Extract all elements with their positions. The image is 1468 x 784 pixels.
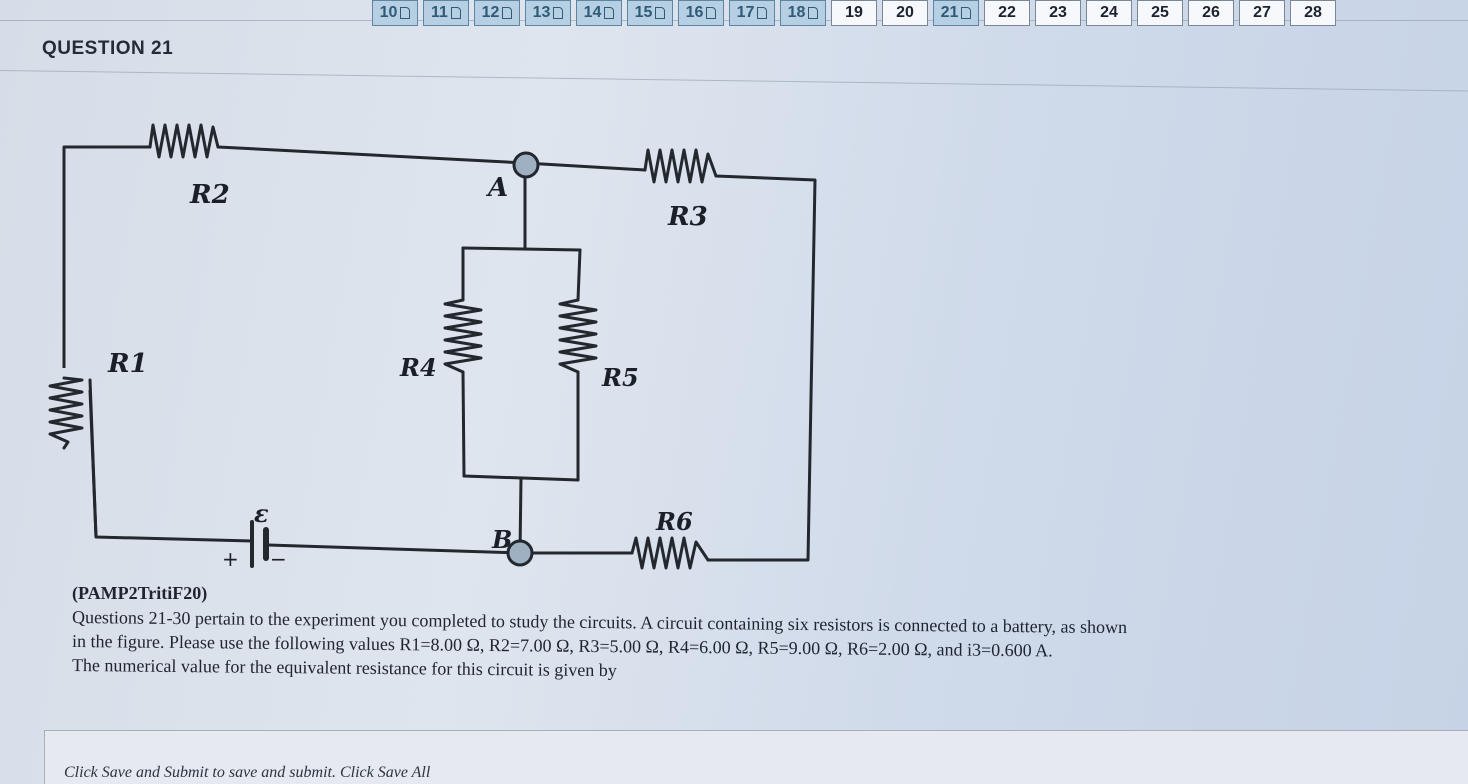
question-nav-label: 14	[583, 4, 602, 21]
label-node-b: B	[491, 525, 512, 554]
question-nav-label: 12	[481, 4, 500, 21]
resistor-r5	[558, 298, 598, 374]
question-nav-button-19[interactable]: 19	[831, 0, 877, 26]
wire-bottom-left	[266, 543, 522, 555]
wire-r2-to-a	[216, 145, 527, 165]
question-nav-label: 27	[1253, 4, 1271, 21]
question-divider	[0, 70, 1468, 92]
question-nav-label: 26	[1202, 4, 1220, 21]
label-r3: R3	[667, 202, 708, 232]
resistor-r2	[148, 123, 220, 159]
question-nav-button-22[interactable]: 22	[984, 0, 1030, 26]
label-r1: R1	[107, 349, 148, 379]
question-nav-label: 19	[845, 4, 863, 21]
answer-area[interactable]	[44, 730, 1468, 784]
resistor-r4	[443, 298, 483, 374]
question-nav-label: 20	[896, 4, 914, 21]
question-nav-button-12[interactable]: 12	[474, 0, 520, 26]
saved-icon	[961, 7, 972, 19]
saved-icon	[757, 7, 768, 19]
resistor-r3	[643, 148, 718, 184]
question-nav-button-18[interactable]: 18	[780, 0, 826, 26]
resistor-r6	[630, 536, 710, 570]
label-r6: R6	[655, 507, 693, 536]
question-nav-button-10[interactable]: 10	[372, 0, 418, 26]
saved-icon	[706, 7, 717, 19]
question-nav-button-14[interactable]: 14	[576, 0, 622, 26]
question-nav-label: 28	[1304, 4, 1322, 21]
label-r4: R4	[399, 353, 437, 382]
wire-battery-left	[88, 378, 254, 543]
saved-icon	[502, 7, 513, 19]
question-nav-button-23[interactable]: 23	[1035, 0, 1081, 26]
question-nav-button-25[interactable]: 25	[1137, 0, 1183, 26]
resistor-r1	[48, 376, 84, 450]
question-title: QUESTION 21	[42, 38, 174, 59]
question-text: (PAMP2TritiF20) Questions 21-30 pertain …	[72, 582, 1412, 680]
question-nav-button-21[interactable]: 21	[933, 0, 979, 26]
node-b	[506, 539, 534, 567]
saved-icon	[604, 7, 615, 19]
saved-icon	[655, 7, 666, 19]
question-nav-button-15[interactable]: 15	[627, 0, 673, 26]
label-minus: −	[270, 547, 287, 571]
saved-icon	[553, 7, 564, 19]
question-nav-button-11[interactable]: 11	[423, 0, 469, 26]
circuit-diagram: R2 A R3 R1 R4 R5 ε B R6 + −	[48, 123, 817, 571]
question-nav-label: 17	[736, 4, 755, 21]
question-nav-label: 18	[787, 4, 806, 21]
question-nav-button-13[interactable]: 13	[525, 0, 571, 26]
question-nav-label: 11	[431, 4, 448, 21]
question-nav-button-27[interactable]: 27	[1239, 0, 1285, 26]
label-r2: R2	[189, 180, 230, 210]
wire-r4-bottom	[461, 370, 466, 478]
question-nav-button-16[interactable]: 16	[678, 0, 724, 26]
label-plus: +	[222, 547, 239, 571]
question-nav-label: 24	[1100, 4, 1118, 21]
question-nav-label: 15	[634, 4, 653, 21]
question-navigation: 10 11 12 13 14 15 16 17 18 19 20 21 22 23 24 25 26 27 28	[372, 0, 1336, 34]
question-nav-button-20[interactable]: 20	[882, 0, 928, 26]
question-nav-label: 16	[685, 4, 704, 21]
wire-top-left	[62, 145, 152, 350]
question-code: (PAMP2TritiF20)	[72, 583, 208, 603]
wire-r3-right	[706, 174, 817, 562]
wire-r1-down	[78, 350, 90, 380]
question-nav-button-17[interactable]: 17	[729, 0, 775, 26]
question-nav-label: 21	[940, 4, 959, 21]
label-emf: ε	[254, 499, 269, 528]
question-nav-label: 10	[379, 4, 398, 21]
question-nav-button-26[interactable]: 26	[1188, 0, 1234, 26]
circuit-figure: R2 A R3 R1 R4 R5 ε B R6 + −	[40, 110, 840, 580]
parallel-top	[461, 246, 582, 252]
wire-a-to-r3	[523, 161, 647, 172]
question-nav-label: 25	[1151, 4, 1169, 21]
save-instructions: Click Save and Submit to save and submit…	[64, 764, 431, 781]
saved-icon	[400, 7, 411, 19]
saved-icon	[450, 7, 461, 19]
question-nav-label: 23	[1049, 4, 1067, 21]
node-a	[512, 151, 540, 179]
question-nav-label: 13	[532, 4, 551, 21]
question-nav-label: 22	[998, 4, 1016, 21]
label-r5: R5	[601, 363, 639, 392]
saved-icon	[808, 7, 819, 19]
question-nav-button-24[interactable]: 24	[1086, 0, 1132, 26]
label-node-a: A	[485, 173, 508, 203]
wire-r5-top	[576, 248, 582, 302]
question-nav-button-28[interactable]: 28	[1290, 0, 1336, 26]
wire-left-lower	[88, 389, 98, 538]
